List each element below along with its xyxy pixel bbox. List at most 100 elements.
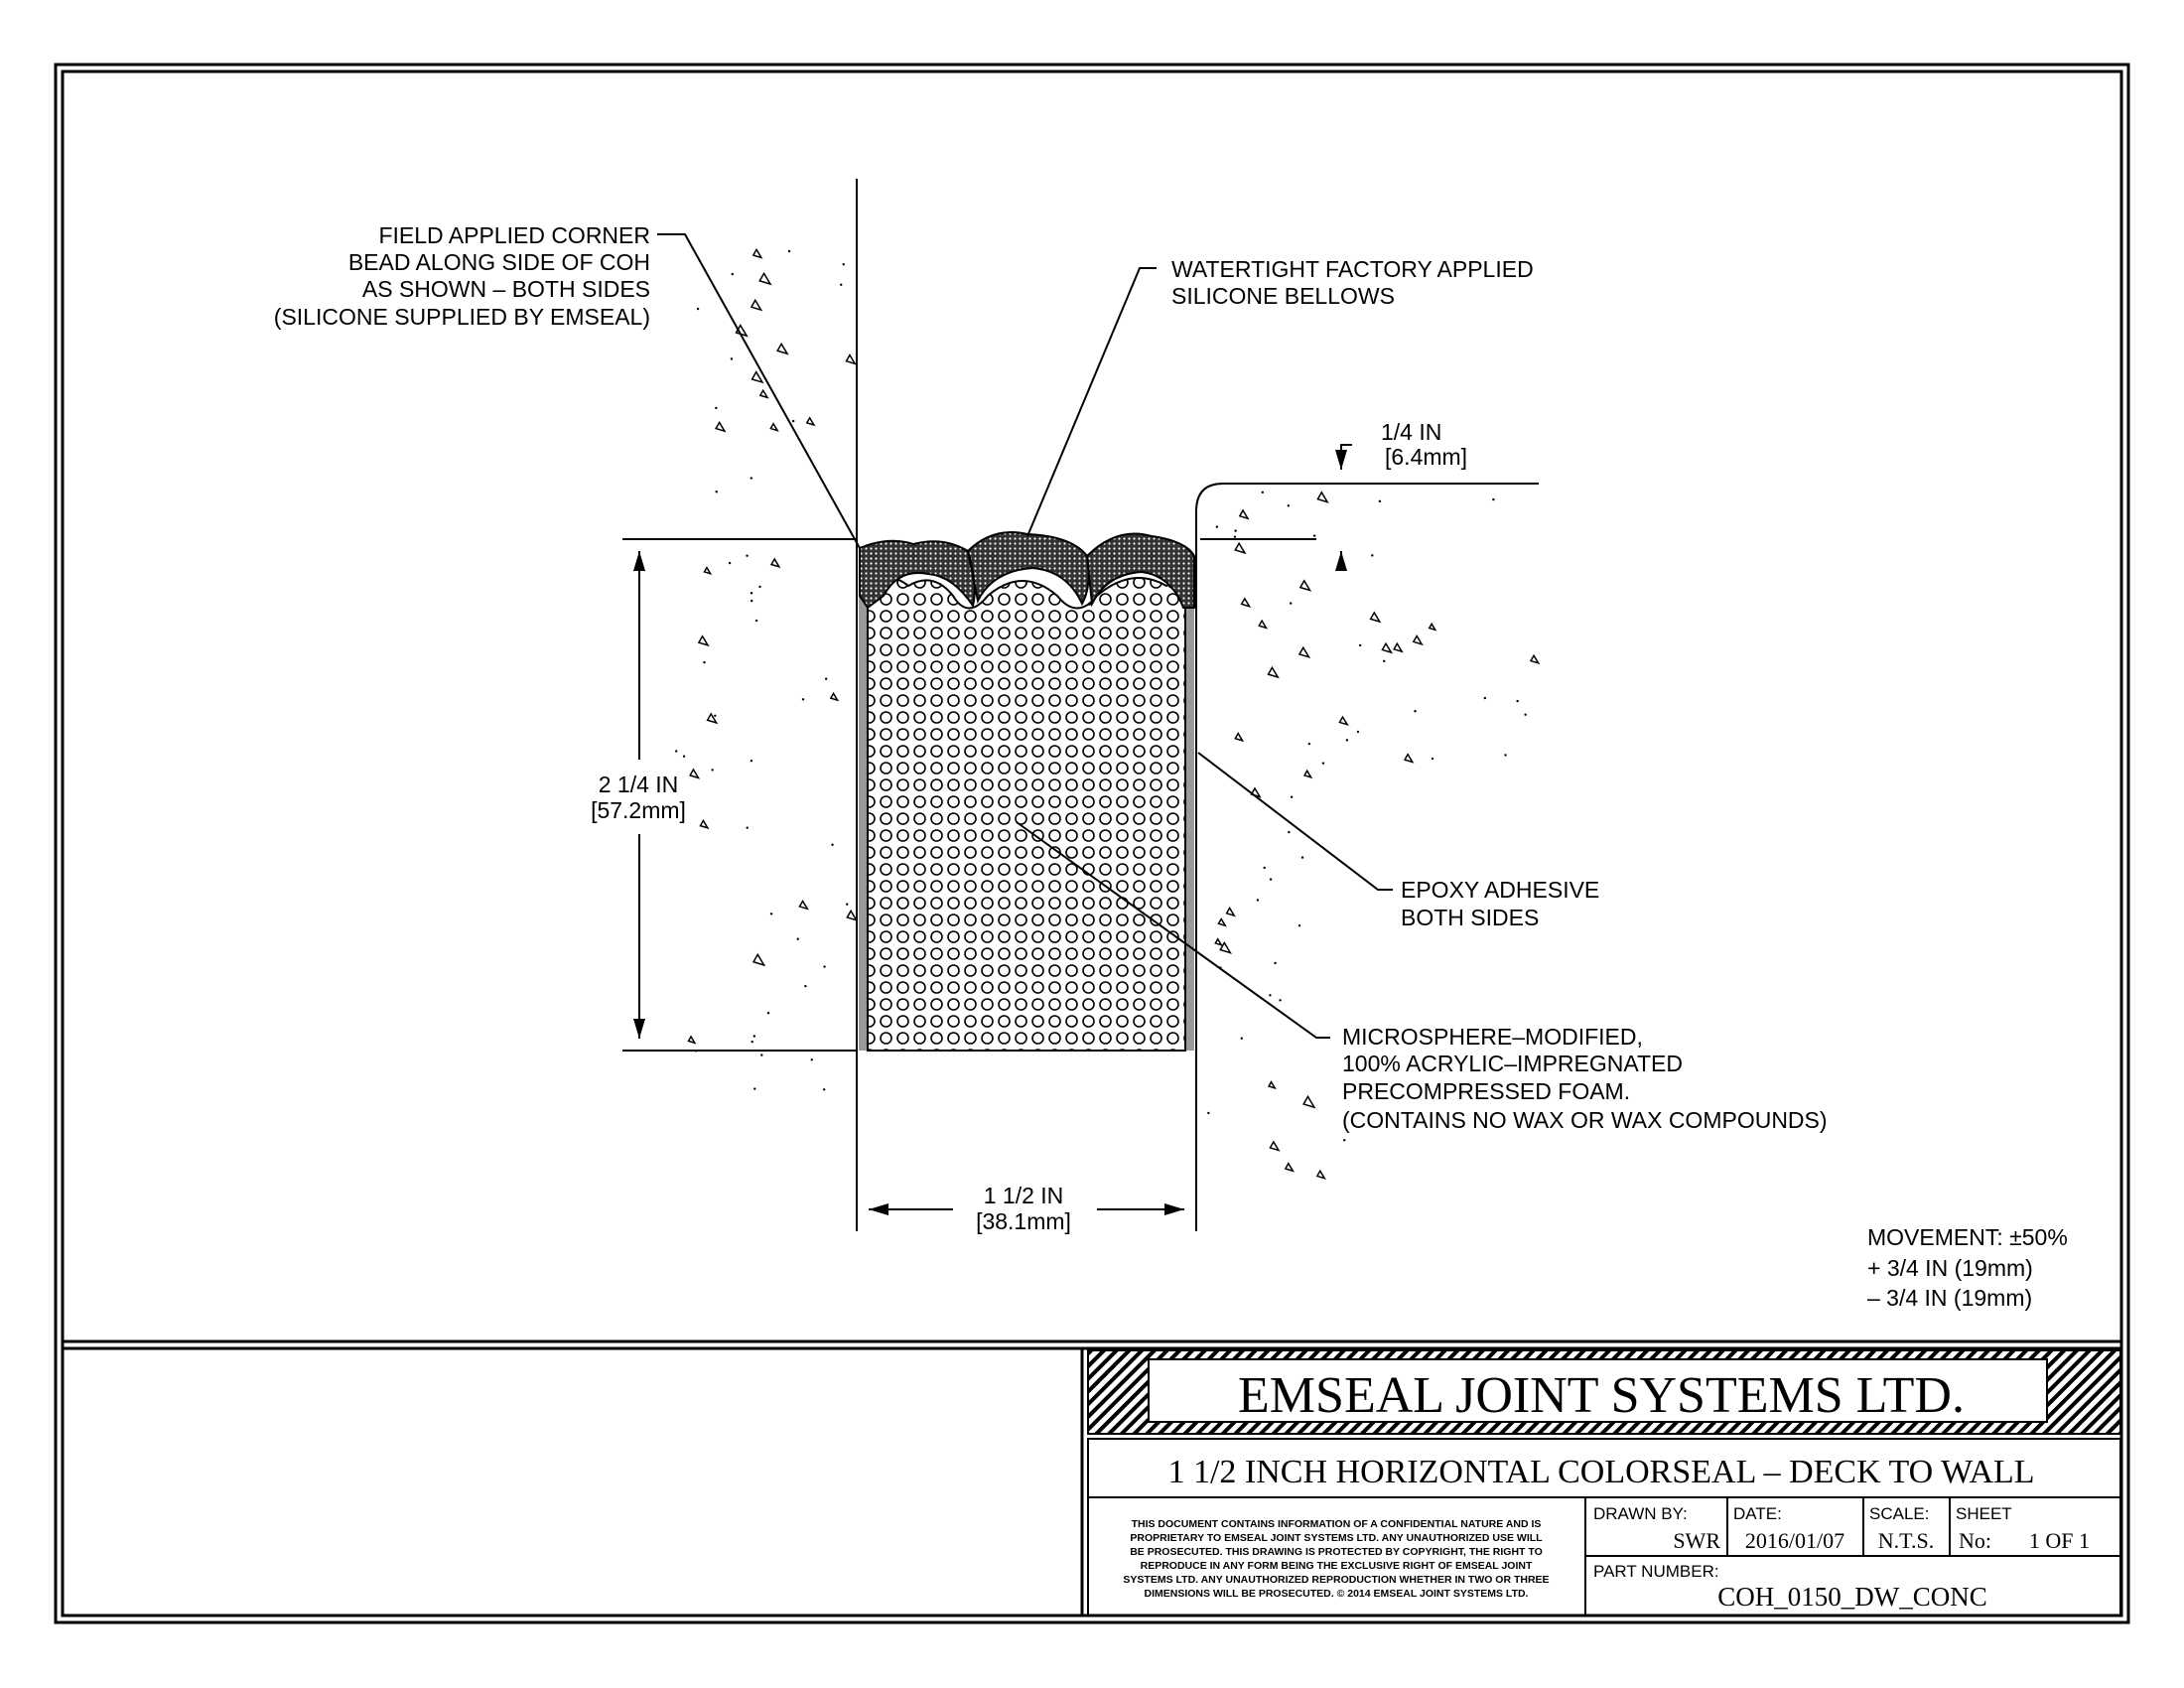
aggregate-stone (1393, 641, 1404, 653)
aggregate-dot (1307, 742, 1311, 746)
svg-text:PROPRIETARY TO EMSEAL JOINT SY: PROPRIETARY TO EMSEAL JOINT SYSTEMS LTD.… (1130, 1532, 1543, 1544)
aggregate-dot (831, 843, 834, 846)
svg-text:DATE:: DATE: (1733, 1504, 1782, 1523)
aggregate-stone (805, 416, 816, 427)
svg-text:[38.1mm]: [38.1mm] (976, 1208, 1071, 1234)
aggregate-dot (1300, 856, 1304, 859)
substrate-outline (622, 179, 1539, 1213)
aggregate-dot (1256, 899, 1260, 902)
aggregate-stone (1258, 619, 1269, 630)
aggregate-stone (829, 691, 840, 702)
aggregate-dot (1240, 1037, 1243, 1040)
aggregate-dot (801, 698, 805, 701)
aggregate-dot (760, 1054, 763, 1056)
aggregate-dot (1504, 754, 1507, 757)
aggregate-stone (751, 952, 766, 967)
aggregate-dot (1233, 535, 1237, 538)
aggregate-dot (750, 592, 753, 595)
svg-text:PRECOMPRESSED FOAM.: PRECOMPRESSED FOAM. (1342, 1078, 1630, 1104)
aggregate-stone (687, 1035, 697, 1045)
svg-text:+ 3/4 IN (19mm): + 3/4 IN (19mm) (1867, 1255, 2033, 1281)
aggregate-stone (1315, 1169, 1326, 1180)
aggregate-dot (823, 965, 826, 968)
aggregate-stone (845, 353, 857, 365)
aggregate-dot (750, 477, 752, 480)
aggregate-stone (1297, 645, 1311, 659)
svg-text:EPOXY ADHESIVE: EPOXY ADHESIVE (1401, 877, 1599, 903)
aggregate-stone (751, 247, 763, 259)
aggregate-stone (1428, 622, 1437, 632)
aggregate-dot (696, 307, 700, 311)
aggregate-dot (1297, 924, 1301, 927)
aggregate-dot (1524, 713, 1527, 716)
title-block: EMSEAL JOINT SYSTEMS LTD. 1 1/2 INCH HOR… (1087, 1349, 2121, 1617)
aggregate-dot (746, 826, 749, 829)
aggregate-dot (1215, 525, 1219, 528)
svg-text:[6.4mm]: [6.4mm] (1385, 444, 1467, 470)
aggregate-stone (1267, 1080, 1277, 1090)
aggregate-stone (1225, 906, 1236, 917)
scale: N.T.S. (1878, 1528, 1934, 1553)
aggregate-stone (688, 768, 701, 779)
svg-text:THIS DOCUMENT CONTAINS INFORMA: THIS DOCUMENT CONTAINS INFORMATION OF A … (1132, 1518, 1542, 1530)
aggregate-dot (824, 677, 828, 680)
aggregate-stone (758, 388, 769, 399)
aggregate-dot (1234, 529, 1237, 532)
notes-box (61, 1346, 1084, 1618)
aggregate-stone (1529, 653, 1541, 665)
aggregate-dot (846, 903, 849, 906)
aggregate-stone (1369, 611, 1382, 624)
aggregate-dot (758, 585, 761, 589)
svg-text:AS SHOWN – BOTH SIDES: AS SHOWN – BOTH SIDES (362, 276, 650, 302)
aggregate-dot (1274, 961, 1277, 965)
date: 2016/01/07 (1745, 1528, 1844, 1553)
aggregate-dot (715, 491, 718, 493)
svg-text:1/4 IN: 1/4 IN (1381, 419, 1441, 445)
confidentiality-notice: THIS DOCUMENT CONTAINS INFORMATION OF A … (1123, 1518, 1549, 1600)
svg-text:FIELD APPLIED CORNER: FIELD APPLIED CORNER (378, 222, 650, 248)
dimension-lines (633, 444, 1352, 1231)
dimension-text: 1/4 IN [6.4mm] 2 1/4 IN [57.2mm] 1 1/2 I… (591, 419, 1467, 1234)
concrete-aggregate (675, 247, 1541, 1180)
aggregate-stone (1267, 665, 1280, 679)
aggregate-dot (750, 760, 753, 763)
svg-text:BOTH SIDES: BOTH SIDES (1401, 905, 1539, 930)
aggregate-dot (753, 1087, 756, 1090)
svg-text:[57.2mm]: [57.2mm] (591, 797, 686, 823)
foam-body (867, 577, 1186, 1052)
aggregate-stone (1381, 641, 1394, 654)
svg-text:SCALE:: SCALE: (1869, 1504, 1929, 1523)
svg-text:SILICONE BELLOWS: SILICONE BELLOWS (1171, 283, 1395, 309)
aggregate-dot (1207, 1111, 1210, 1115)
svg-text:(CONTAINS NO WAX OR WAX COMPOU: (CONTAINS NO WAX OR WAX COMPOUNDS) (1342, 1107, 1828, 1133)
svg-text:2 1/4 IN: 2 1/4 IN (599, 772, 679, 797)
aggregate-dot (823, 1088, 826, 1091)
aggregate-stone (1316, 491, 1329, 503)
aggregate-dot (1269, 994, 1272, 997)
aggregate-stone (751, 370, 764, 384)
aggregate-dot (750, 599, 753, 603)
aggregate-dot (1287, 504, 1291, 507)
aggregate-dot (842, 263, 845, 266)
aggregate-dot (791, 419, 795, 423)
aggregate-stone (1217, 916, 1227, 927)
aggregate-dot (1383, 659, 1386, 663)
aggregate-dot (796, 937, 799, 940)
svg-text:REPRODUCE IN ANY FORM BEING TH: REPRODUCE IN ANY FORM BEING THE EXCLUSIV… (1141, 1560, 1533, 1572)
aggregate-dot (703, 660, 706, 664)
aggregate-stone (1298, 579, 1312, 592)
movement-note: MOVEMENT: ±50% + 3/4 IN (19mm) – 3/4 IN … (1867, 1224, 2068, 1311)
aggregate-dot (746, 554, 749, 557)
drawing-title: 1 1/2 INCH HORIZONTAL COLORSEAL – DECK T… (1167, 1454, 2034, 1490)
aggregate-dot (682, 755, 686, 758)
aggregate-dot (711, 769, 714, 772)
aggregate-dot (1288, 830, 1291, 834)
svg-text:SYSTEMS LTD. ANY UNAUTHORIZED: SYSTEMS LTD. ANY UNAUTHORIZED REPRODUCTI… (1123, 1574, 1549, 1586)
aggregate-stone (706, 712, 719, 725)
aggregate-stone (1302, 1094, 1316, 1109)
aggregate-stone (846, 909, 859, 922)
aggregate-dot (675, 750, 678, 753)
svg-text:BEAD ALONG SIDE OF COH: BEAD ALONG SIDE OF COH (348, 249, 650, 275)
part-number: COH_0150_DW_CONC (1717, 1582, 1987, 1612)
